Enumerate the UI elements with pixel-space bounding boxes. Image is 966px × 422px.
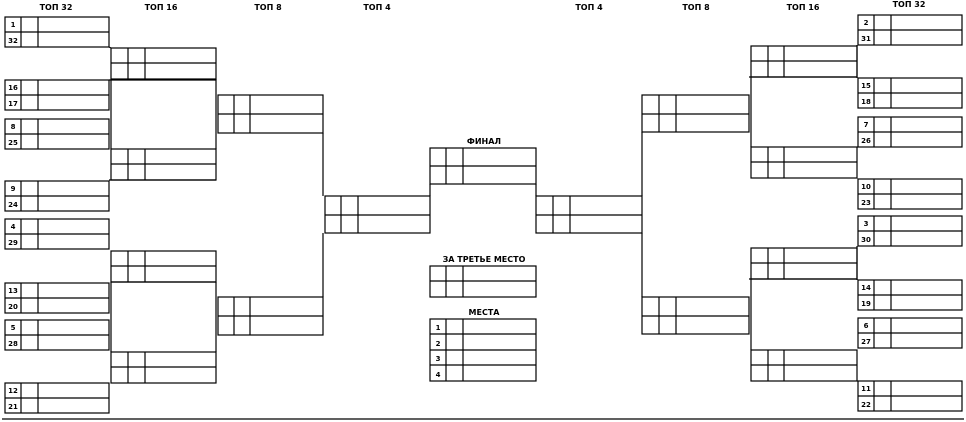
seed-number: 9	[11, 185, 16, 193]
left-r3-slots	[217, 94, 324, 336]
left-r1-match-7: 5 28	[4, 319, 110, 351]
header-left-top32: ТОП 32	[40, 3, 73, 12]
seed-number: 13	[8, 287, 18, 295]
left-r1-match-2: 16 17	[4, 79, 110, 111]
seed-number: 30	[861, 236, 871, 244]
seed-number: 31	[861, 35, 871, 43]
seed-number: 4	[11, 223, 16, 231]
third-place-label: ЗА ТРЕТЬЕ МЕСТО	[443, 255, 526, 264]
right-r1-match-3: 7 26	[857, 116, 963, 148]
seed-number: 16	[8, 84, 18, 92]
seed-number: 19	[861, 300, 871, 308]
right-r3-slots	[641, 94, 750, 335]
places-table: 1 2 3 4	[429, 318, 537, 382]
seed-number: 12	[8, 387, 18, 395]
left-r1-match-1: 1 32	[4, 16, 110, 48]
header-right-top8: ТОП 8	[682, 3, 710, 12]
left-r4-slot	[324, 195, 431, 234]
seed-number: 15	[861, 82, 871, 90]
seed-number: 11	[861, 385, 871, 393]
seed-number: 27	[861, 338, 871, 346]
seed-number: 23	[861, 199, 871, 207]
left-r1-match-3: 8 25	[4, 118, 110, 150]
left-r1-match-8: 12 21	[4, 382, 110, 414]
place-number: 1	[436, 324, 441, 332]
right-r1-match-4: 10 23	[857, 178, 963, 210]
seed-number: 17	[8, 100, 18, 108]
right-r2-slots	[749, 45, 858, 382]
seed-number: 29	[8, 239, 18, 247]
right-r1-match-5: 3 30	[857, 215, 963, 247]
seed-number: 7	[864, 121, 869, 129]
right-r1-match-1: 2 31	[857, 14, 963, 46]
seed-number: 21	[8, 403, 18, 411]
header-left-top4: ТОП 4	[363, 3, 391, 12]
left-r1-match-4: 9 24	[4, 180, 110, 212]
right-r1-match-6: 14 19	[857, 279, 963, 311]
seed-number: 20	[8, 303, 18, 311]
seed-number: 6	[864, 322, 869, 330]
seed-number: 18	[861, 98, 871, 106]
seed-number: 26	[861, 137, 871, 145]
left-r2-slots	[108, 46, 217, 384]
places-label: МЕСТА	[469, 308, 501, 317]
place-number: 3	[436, 355, 441, 363]
seed-number: 32	[8, 37, 18, 45]
seed-number: 14	[861, 284, 871, 292]
seed-number: 28	[8, 340, 18, 348]
right-r1-match-2: 15 18	[857, 77, 963, 109]
seed-number: 10	[861, 183, 871, 191]
final-label: ФИНАЛ	[467, 137, 501, 146]
right-r4-slot	[535, 195, 643, 234]
seed-number: 2	[864, 19, 869, 27]
header-left-top8: ТОП 8	[254, 3, 282, 12]
header-left-top16: ТОП 16	[145, 3, 178, 12]
seed-number: 22	[861, 401, 871, 409]
header-right-top4: ТОП 4	[575, 3, 603, 12]
left-r1-match-5: 4 29	[4, 218, 110, 250]
place-number: 2	[436, 340, 441, 348]
final-match	[429, 147, 537, 196]
seed-number: 24	[8, 201, 18, 209]
place-number: 4	[436, 371, 441, 379]
third-place-match	[429, 265, 537, 298]
seed-number: 5	[11, 324, 16, 332]
seed-number: 3	[864, 220, 869, 228]
right-r1-match-7: 6 27	[857, 317, 963, 349]
seed-number: 1	[11, 21, 16, 29]
left-r1-match-6: 13 20	[4, 282, 110, 314]
right-r1-match-8: 11 22	[857, 380, 963, 412]
seed-number: 8	[11, 123, 16, 131]
header-right-top32: ТОП 32	[893, 0, 926, 9]
header-right-top16: ТОП 16	[787, 3, 820, 12]
seed-number: 25	[8, 139, 18, 147]
